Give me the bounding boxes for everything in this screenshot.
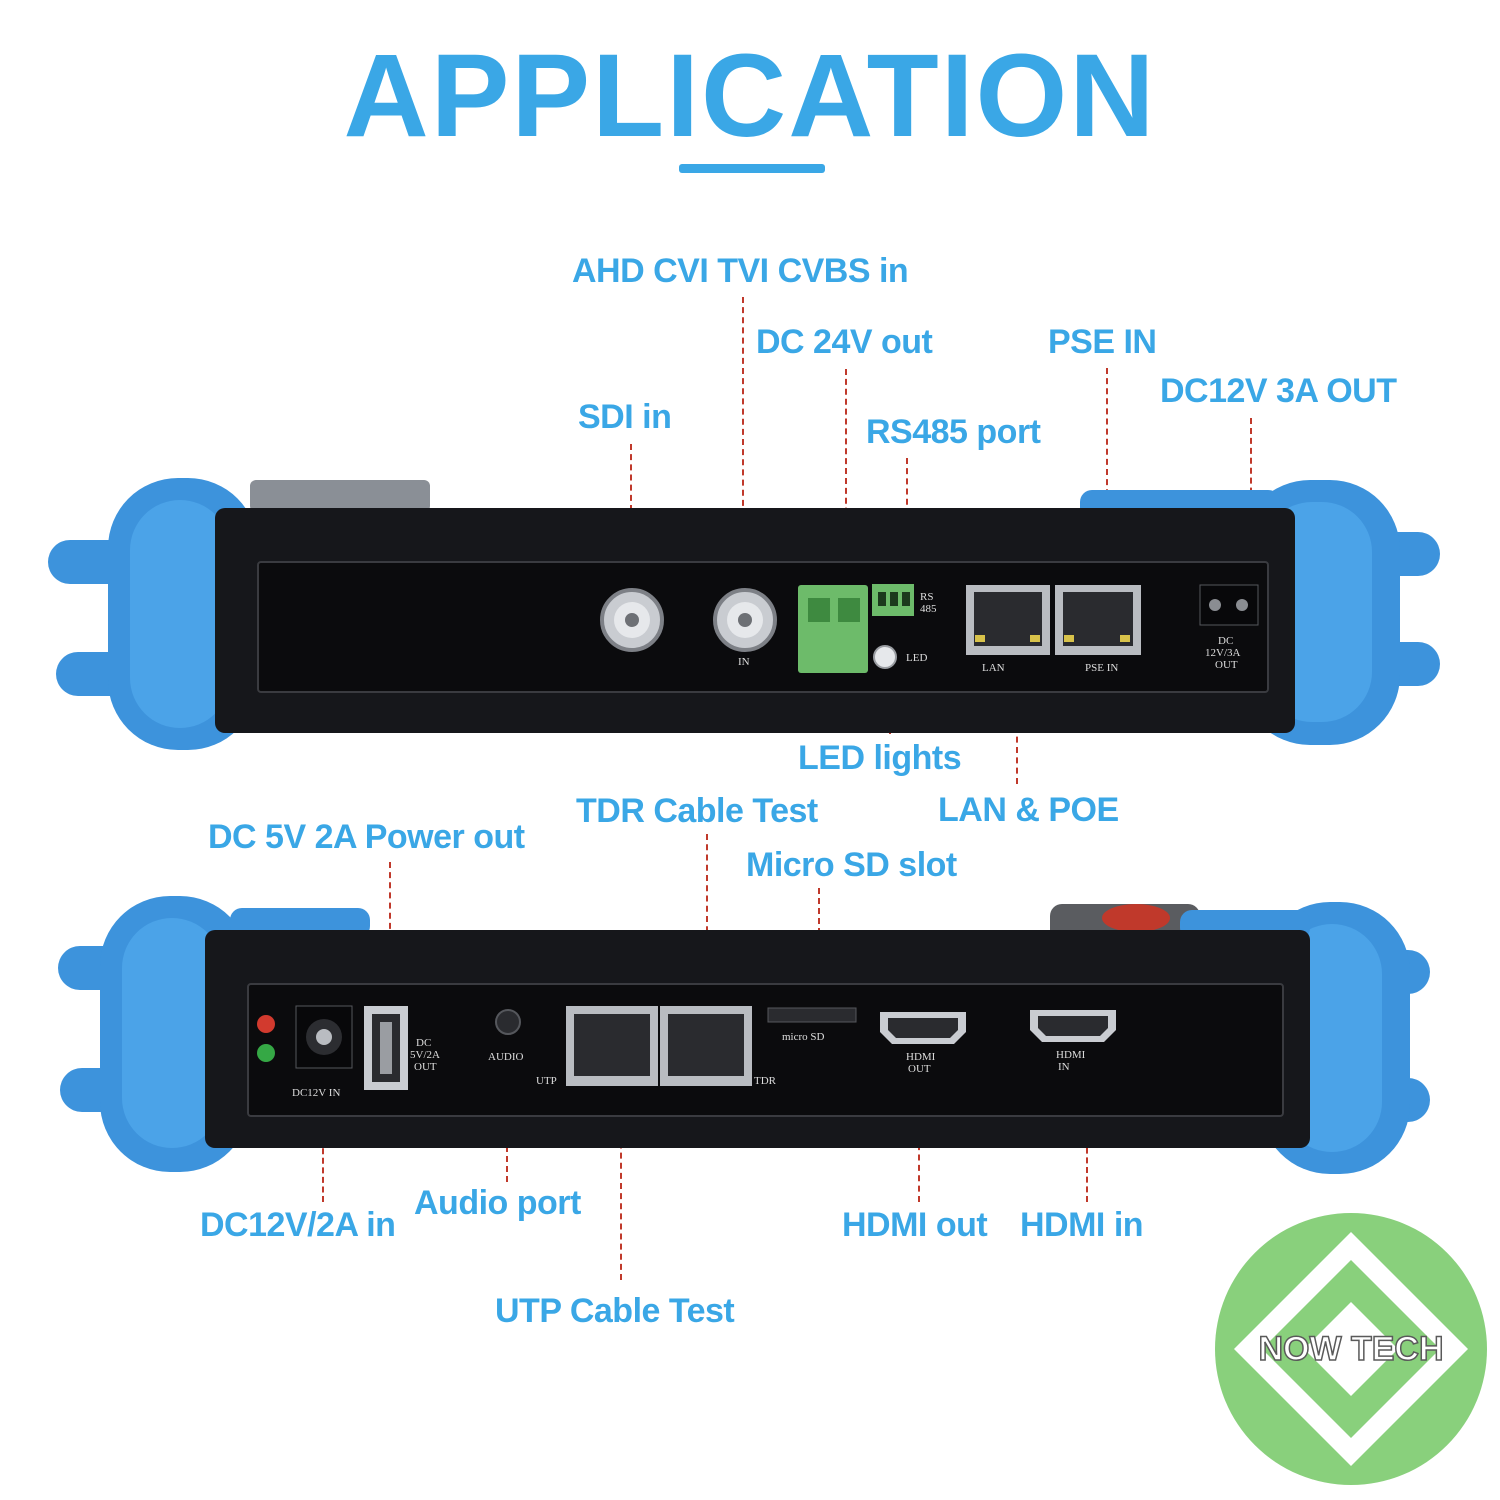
- port-text-out: OUT: [1215, 659, 1238, 671]
- title-underline: [679, 164, 825, 173]
- port-text-usb-out: OUT: [414, 1061, 437, 1073]
- port-text-pse-in: PSE IN: [1085, 662, 1118, 674]
- label-ahd-cvi-tvi-cvbs-in: AHD CVI TVI CVBS in: [572, 252, 909, 290]
- sdi-bnc-connector: [600, 588, 664, 652]
- leader-dc24: [845, 369, 847, 583]
- leader-ahd: [742, 297, 744, 587]
- label-audio-port: Audio port: [414, 1184, 581, 1222]
- port-text-dc: DC: [1218, 635, 1233, 647]
- label-lan-poe: LAN & POE: [938, 791, 1119, 829]
- power-led-green: [257, 1044, 275, 1062]
- tester-bottom-panel: DC12V IN DC 5V/2A OUT AUDIO UTP TDR micr…: [58, 896, 1430, 1174]
- pse-in-rj45-port: [1055, 585, 1141, 655]
- keypad-strip: [250, 480, 430, 512]
- leader-utp: [620, 1092, 622, 1280]
- port-text-led: LED: [906, 652, 927, 664]
- label-hdmi-in: HDMI in: [1020, 1206, 1144, 1244]
- label-rs485-port: RS485 port: [866, 413, 1041, 451]
- utp-rj45-port: [566, 1006, 658, 1086]
- port-text-lan: LAN: [982, 662, 1005, 674]
- analog-bnc-connector: [713, 588, 777, 652]
- power-knob: [1102, 904, 1170, 932]
- dc12v-out-jack: [1199, 584, 1259, 626]
- tester-top-panel: IN RS 485 LED LAN PSE IN DC 12V/3A OUT: [48, 478, 1440, 750]
- leader-tdr: [706, 834, 708, 1004]
- port-text-dc-rating: 12V/3A: [1205, 647, 1241, 659]
- port-text-hdmi-in-2: IN: [1058, 1061, 1070, 1073]
- page-title: APPLICATION: [343, 30, 1157, 162]
- rs485-terminal: [872, 584, 914, 616]
- label-hdmi-out: HDMI out: [842, 1206, 988, 1244]
- port-text-rs485: 485: [920, 603, 937, 615]
- leader-pse: [1106, 368, 1108, 576]
- port-text-in: IN: [738, 656, 750, 668]
- label-dc-5v-2a-power-out: DC 5V 2A Power out: [208, 818, 525, 856]
- lan-rj45-port: [966, 585, 1050, 655]
- leader-dc12in: [322, 1110, 324, 1202]
- label-dc12v-3a-out: DC12V 3A OUT: [1160, 372, 1397, 410]
- label-dc12v-2a-in: DC12V/2A in: [200, 1206, 396, 1244]
- label-utp-cable-test: UTP Cable Test: [495, 1292, 735, 1330]
- port-text-hdmi-in-1: HDMI: [1056, 1049, 1086, 1061]
- port-text-audio: AUDIO: [488, 1051, 523, 1063]
- led-indicator: [873, 645, 897, 669]
- now-tech-logo: NOW TECH: [1215, 1213, 1487, 1485]
- audio-jack: [495, 1009, 521, 1035]
- label-micro-sd-slot: Micro SD slot: [746, 846, 957, 884]
- label-led-lights: LED lights: [798, 739, 962, 777]
- port-text-micro-sd: micro SD: [782, 1031, 825, 1043]
- port-text-tdr: TDR: [754, 1075, 777, 1087]
- logo-text: NOW TECH: [1258, 1330, 1443, 1368]
- label-sdi-in: SDI in: [578, 398, 672, 436]
- port-text-rs: RS: [920, 591, 933, 603]
- micro-sd-slot: [767, 1007, 857, 1023]
- tdr-rj45-port: [660, 1006, 752, 1086]
- label-pse-in: PSE IN: [1048, 323, 1157, 361]
- port-text-hdmi-out-1: HDMI: [906, 1051, 936, 1063]
- dc12v-in-jack: [295, 1005, 353, 1069]
- usb-port: [364, 1006, 408, 1090]
- port-text-utp: UTP: [536, 1075, 557, 1087]
- port-text-usb-rating: 5V/2A: [410, 1049, 440, 1061]
- port-text-dc12v-in: DC12V IN: [292, 1087, 340, 1099]
- port-text-hdmi-out-2: OUT: [908, 1063, 931, 1075]
- dc24v-terminal-block: [798, 585, 868, 673]
- power-led-red: [257, 1015, 275, 1033]
- port-text-usb-dc: DC: [416, 1037, 431, 1049]
- label-tdr-cable-test: TDR Cable Test: [576, 792, 818, 830]
- label-dc-24v-out: DC 24V out: [756, 323, 933, 361]
